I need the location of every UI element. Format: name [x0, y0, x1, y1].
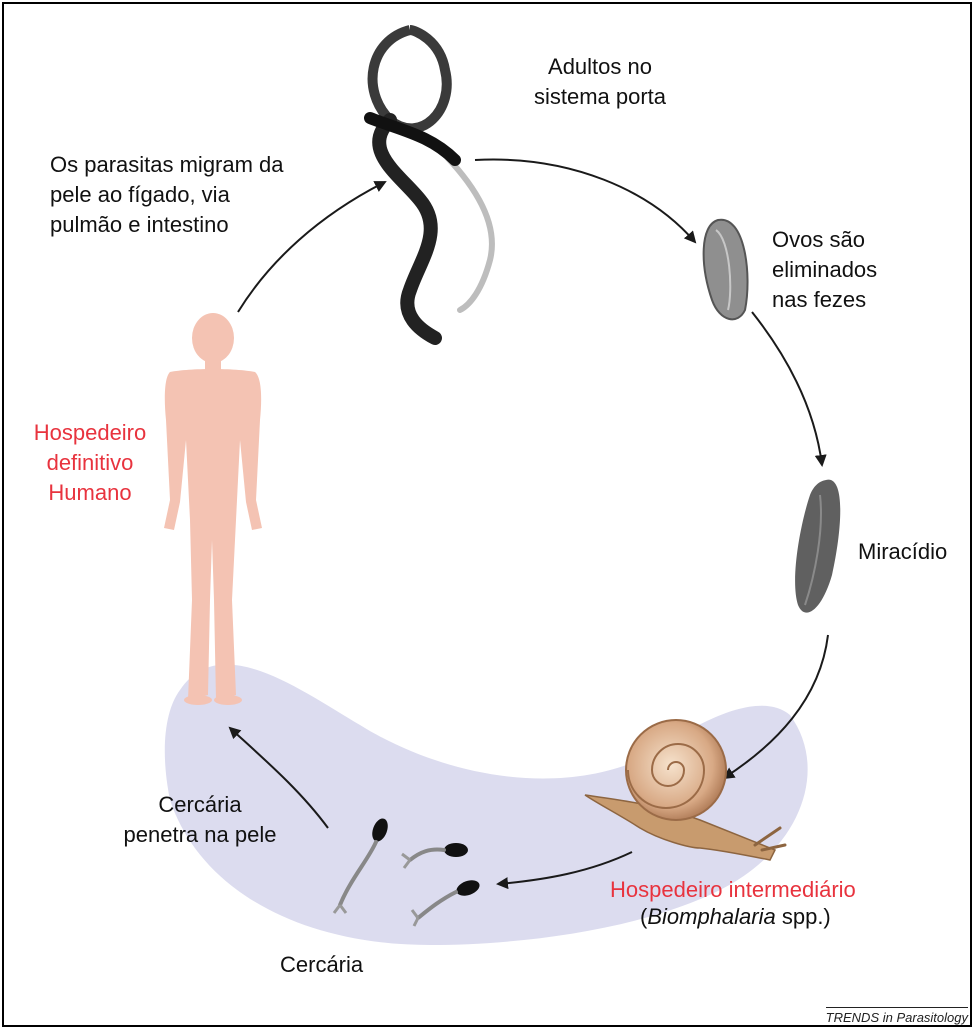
egg-icon	[704, 220, 748, 320]
label-miracidium: Miracídio	[858, 537, 968, 567]
species-genus: Biomphalaria	[647, 904, 775, 929]
label-migration: Os parasitas migram da pele ao fígado, v…	[50, 150, 350, 240]
label-intermediate-species: (Biomphalaria spp.)	[640, 902, 900, 932]
adult-worm-icon	[370, 30, 492, 338]
label-cercaria: Cercária	[280, 950, 420, 980]
miracidium-icon	[795, 480, 840, 613]
label-cercaria-penetrates: Cercária penetra na pele	[95, 790, 305, 850]
arrow-eggs-to-miracidium	[752, 312, 822, 465]
species-suffix: spp.)	[776, 904, 831, 929]
label-intermediate-host: Hospedeiro intermediário	[610, 875, 910, 905]
label-definitive-host: Hospedeiro definitivo Humano	[15, 418, 165, 508]
journal-credit: TRENDS in Parasitology	[826, 1007, 968, 1025]
human-figure-icon	[164, 313, 262, 705]
label-eggs: Ovos são eliminados nas fezes	[772, 225, 952, 315]
label-adults: Adultos no sistema porta	[495, 52, 705, 112]
arrow-adults-to-eggs	[475, 160, 695, 242]
